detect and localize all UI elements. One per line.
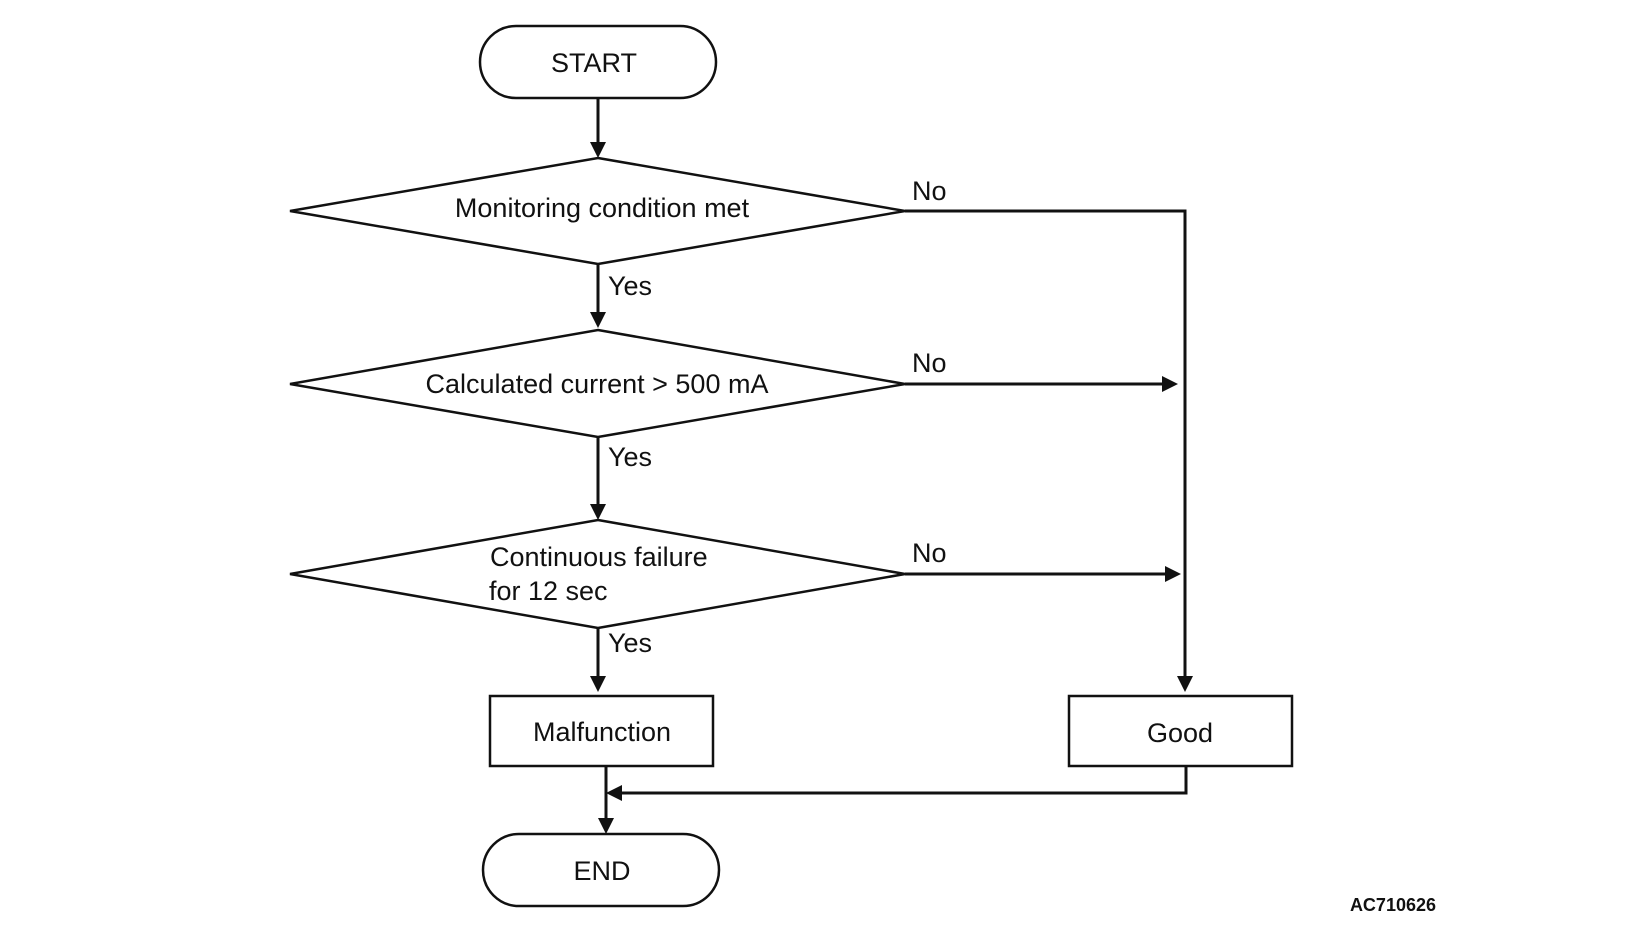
arrowhead-decision3 [590, 504, 606, 520]
start-label: START [551, 48, 637, 78]
figure-code: AC710626 [1350, 895, 1436, 915]
connector-decision1-no [905, 209, 1187, 676]
malfunction-box [488, 694, 715, 768]
arrowhead-merge [606, 785, 622, 801]
decision-calculated-current-label: Calculated current > 500 mA [426, 369, 769, 399]
end-label: END [573, 856, 630, 886]
end-terminator [481, 832, 721, 908]
arrowhead-decision3-no [1165, 566, 1181, 582]
connector-good-to-merge [622, 766, 1188, 795]
decision-continuous-failure-label-line2: for 12 sec [489, 576, 608, 606]
arrowhead-end [598, 818, 614, 834]
arrowhead-decision2-no [1162, 376, 1178, 392]
arrowhead-malfunction [590, 676, 606, 692]
decision-continuous-failure [289, 518, 906, 630]
edge-label-no-1: No [912, 176, 947, 206]
decision-continuous-failure-label-line1: Continuous failure [490, 542, 708, 572]
edge-label-yes-2: Yes [608, 442, 652, 472]
good-label: Good [1147, 718, 1213, 748]
decision-monitoring-condition-label: Monitoring condition met [455, 193, 750, 223]
malfunction-label: Malfunction [533, 717, 671, 747]
arrowhead-good [1177, 676, 1193, 692]
edge-label-yes-1: Yes [608, 271, 652, 301]
good-box [1067, 694, 1294, 768]
edge-label-yes-3: Yes [608, 628, 652, 658]
edge-label-no-2: No [912, 348, 947, 378]
edge-label-no-3: No [912, 538, 947, 568]
arrowhead-decision1 [590, 142, 606, 158]
arrowhead-decision2 [590, 312, 606, 328]
